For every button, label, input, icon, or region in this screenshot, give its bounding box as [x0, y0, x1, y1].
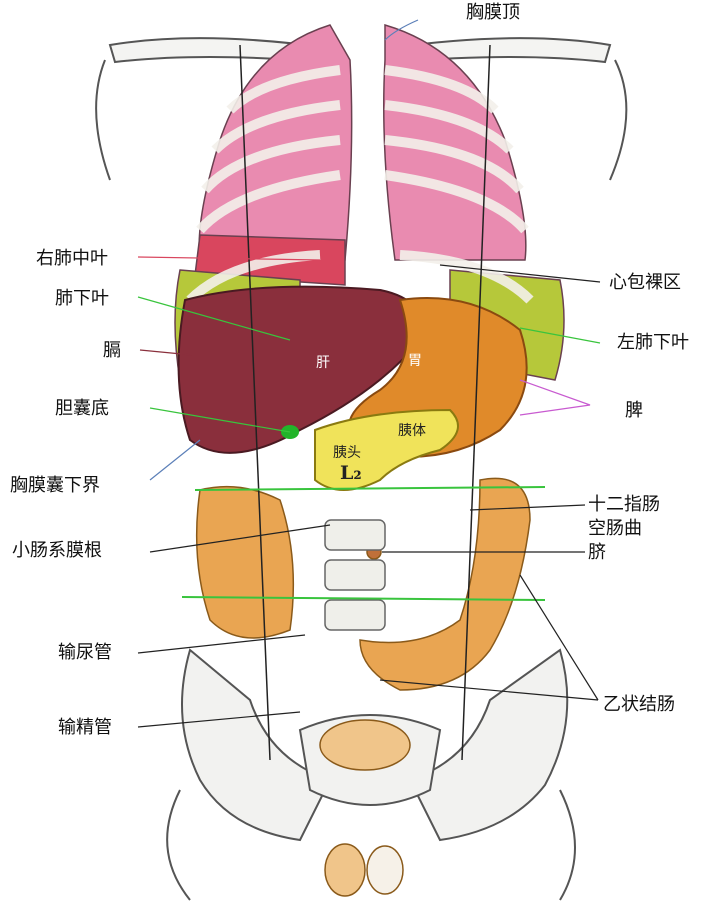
label-liver: 肝: [316, 355, 330, 371]
label-mesentery-root: 小肠系膜根: [12, 540, 102, 561]
label-left-lower-lobe: 左肺下叶: [617, 332, 689, 353]
label-duodenum: 十二指肠: [588, 494, 660, 515]
pelvic-organs: [319, 719, 411, 897]
transverse-planes: [181, 486, 546, 601]
label-spleen: 脾: [625, 400, 643, 421]
shoulder-bones: [95, 37, 628, 181]
label-vertebra-l2: L₂: [340, 462, 362, 484]
label-jejunal-flexure: 空肠曲: [588, 518, 642, 539]
label-right-middle-lobe: 右肺中叶: [36, 248, 108, 269]
label-stomach: 胃: [408, 353, 422, 369]
label-ureter: 输尿管: [58, 642, 112, 663]
label-diaphragm: 膈: [103, 340, 121, 361]
label-sigmoid-colon: 乙状结肠: [603, 694, 675, 715]
label-lower-lobe: 肺下叶: [55, 288, 109, 309]
label-pleura-lower-border: 胸膜囊下界: [10, 475, 100, 496]
leader-lines: [137, 19, 601, 728]
label-pancreas-head: 胰头: [333, 445, 361, 461]
label-vas-deferens: 输精管: [58, 717, 112, 738]
reference-lines: [239, 44, 491, 761]
spine: [324, 519, 386, 631]
intestines: [195, 477, 531, 691]
label-gallbladder-fundus: 胆囊底: [55, 398, 109, 419]
label-pleura-apex: 胸膜顶: [466, 2, 520, 23]
label-pancreas-body: 胰体: [398, 423, 426, 439]
label-umbilicus: 脐: [588, 542, 606, 563]
label-bare-pericardium: 心包裸区: [609, 272, 681, 293]
liver-shape: [177, 285, 423, 454]
